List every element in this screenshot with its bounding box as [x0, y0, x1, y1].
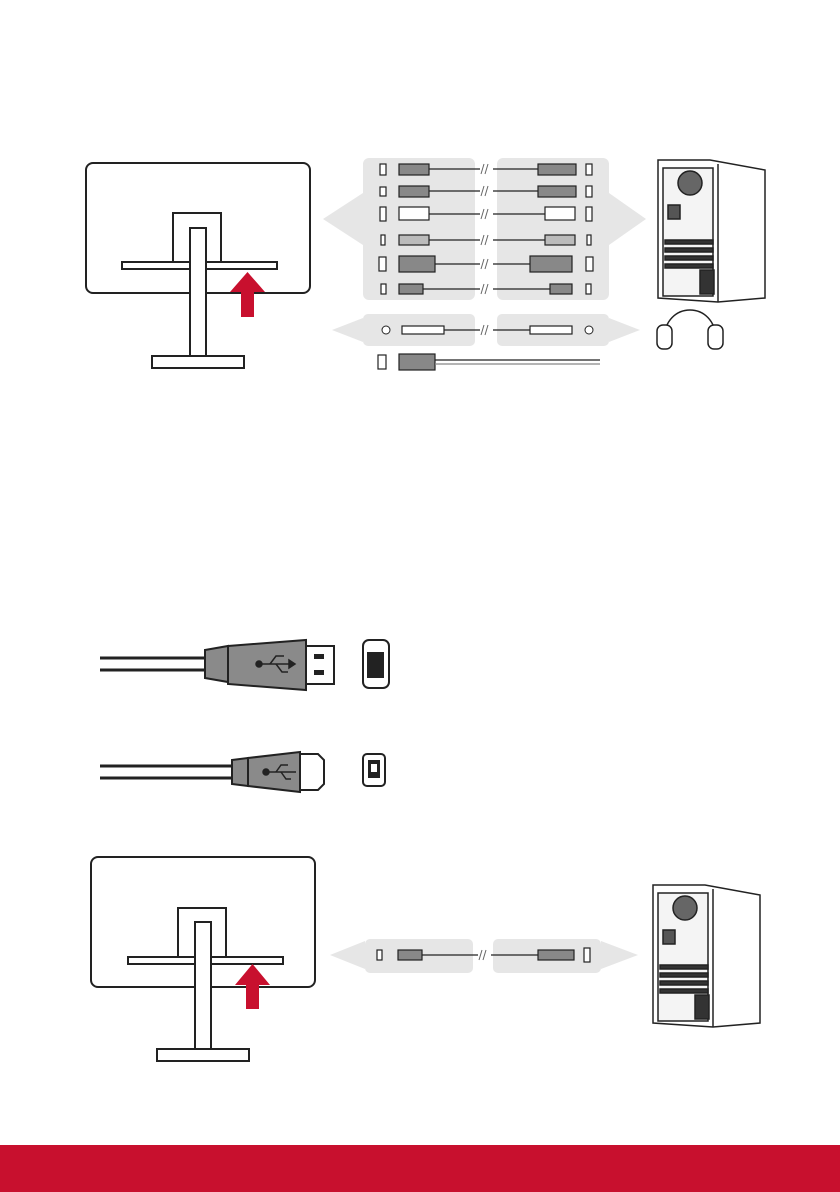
monitor-rear-icon: [91, 857, 315, 1061]
power-cable-row: [378, 354, 600, 370]
usb-type-b-plug-icon: [100, 752, 385, 792]
headphones-icon: [657, 310, 723, 349]
footer-bar: [0, 1145, 840, 1192]
cable-panel: [323, 158, 646, 300]
desktop-tower-icon: [658, 160, 765, 302]
cable-break-marks: [481, 164, 488, 294]
usb-type-a-plug-icon: [100, 640, 389, 690]
monitor-rear-icon: [86, 163, 310, 368]
usb-cable-panel: [330, 939, 638, 973]
audio-cable-row: [332, 314, 640, 346]
desktop-tower-icon: [653, 885, 760, 1027]
